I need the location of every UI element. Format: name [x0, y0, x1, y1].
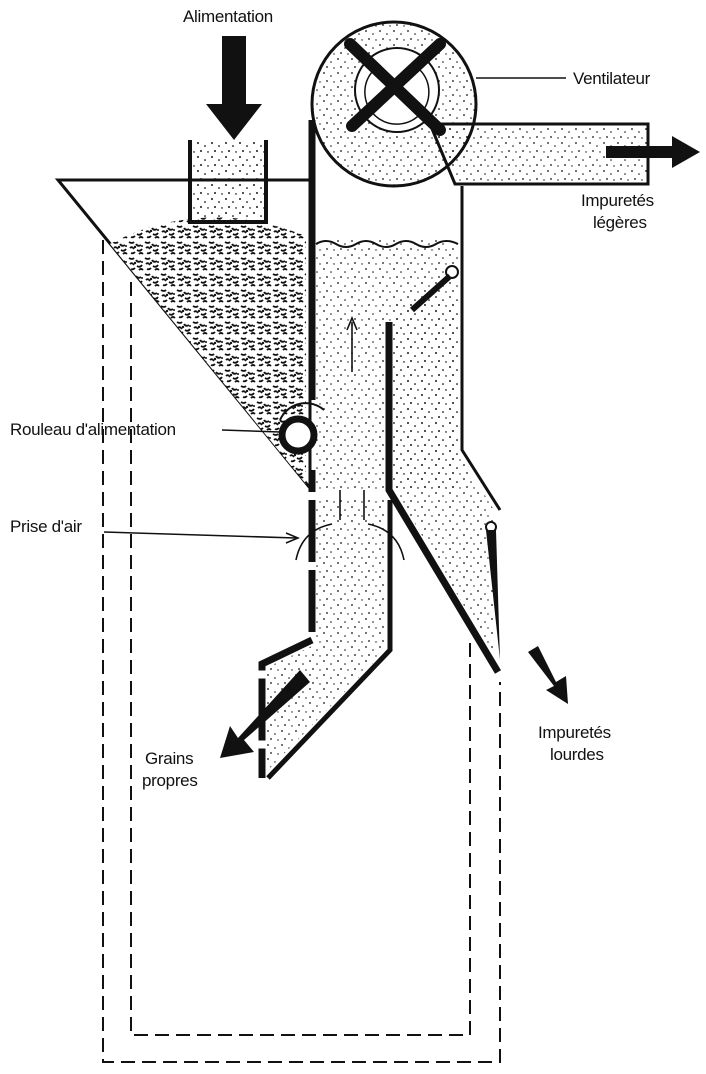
feed-chute-fill: [192, 140, 264, 222]
inner-divider: [385, 322, 502, 674]
label-heavy-impurities-2: lourdes: [550, 745, 604, 764]
roller-leader: [221, 429, 281, 433]
adjustable-plate: [486, 530, 500, 660]
frame-inner: [130, 282, 471, 1036]
label-fan: Ventilateur: [573, 69, 651, 88]
air-flow-arrows: [295, 315, 405, 561]
outlet-duct-fill: [266, 500, 386, 772]
light-impurities-arrow-icon: [606, 136, 700, 168]
label-light-impurities-2: légères: [593, 213, 647, 232]
roller-rotation-arrow: [279, 402, 325, 421]
label-air-intake: Prise d'air: [10, 517, 82, 536]
frame-outer: [102, 240, 501, 1063]
label-light-impurities-1: Impuretés: [581, 191, 654, 210]
hopper-grain: [110, 217, 306, 484]
feed-arrow-icon: [206, 36, 262, 140]
label-clean-grain-2: propres: [142, 771, 198, 790]
column-top-wave: [315, 240, 459, 248]
air-intake-leader: [103, 531, 300, 544]
heavy-chute-fill: [396, 300, 494, 656]
throat-right-wall: [266, 500, 393, 780]
column-right-wall: [460, 186, 502, 511]
label-clean-grain-1: Grains: [145, 749, 193, 768]
label-heavy-impurities-1: Impuretés: [538, 723, 611, 742]
clean-grain-arrow-icon: [220, 670, 310, 758]
label-feed-roller: Rouleau d'alimentation: [10, 420, 176, 439]
heavy-impurities-arrow-icon: [528, 646, 568, 704]
light-impurities-duct: [427, 122, 650, 186]
fan-rotation-arrow: [364, 69, 430, 125]
feed-roller: [278, 415, 318, 455]
fan-blades-icon: [344, 38, 446, 136]
label-feed: Alimentation: [183, 7, 273, 26]
